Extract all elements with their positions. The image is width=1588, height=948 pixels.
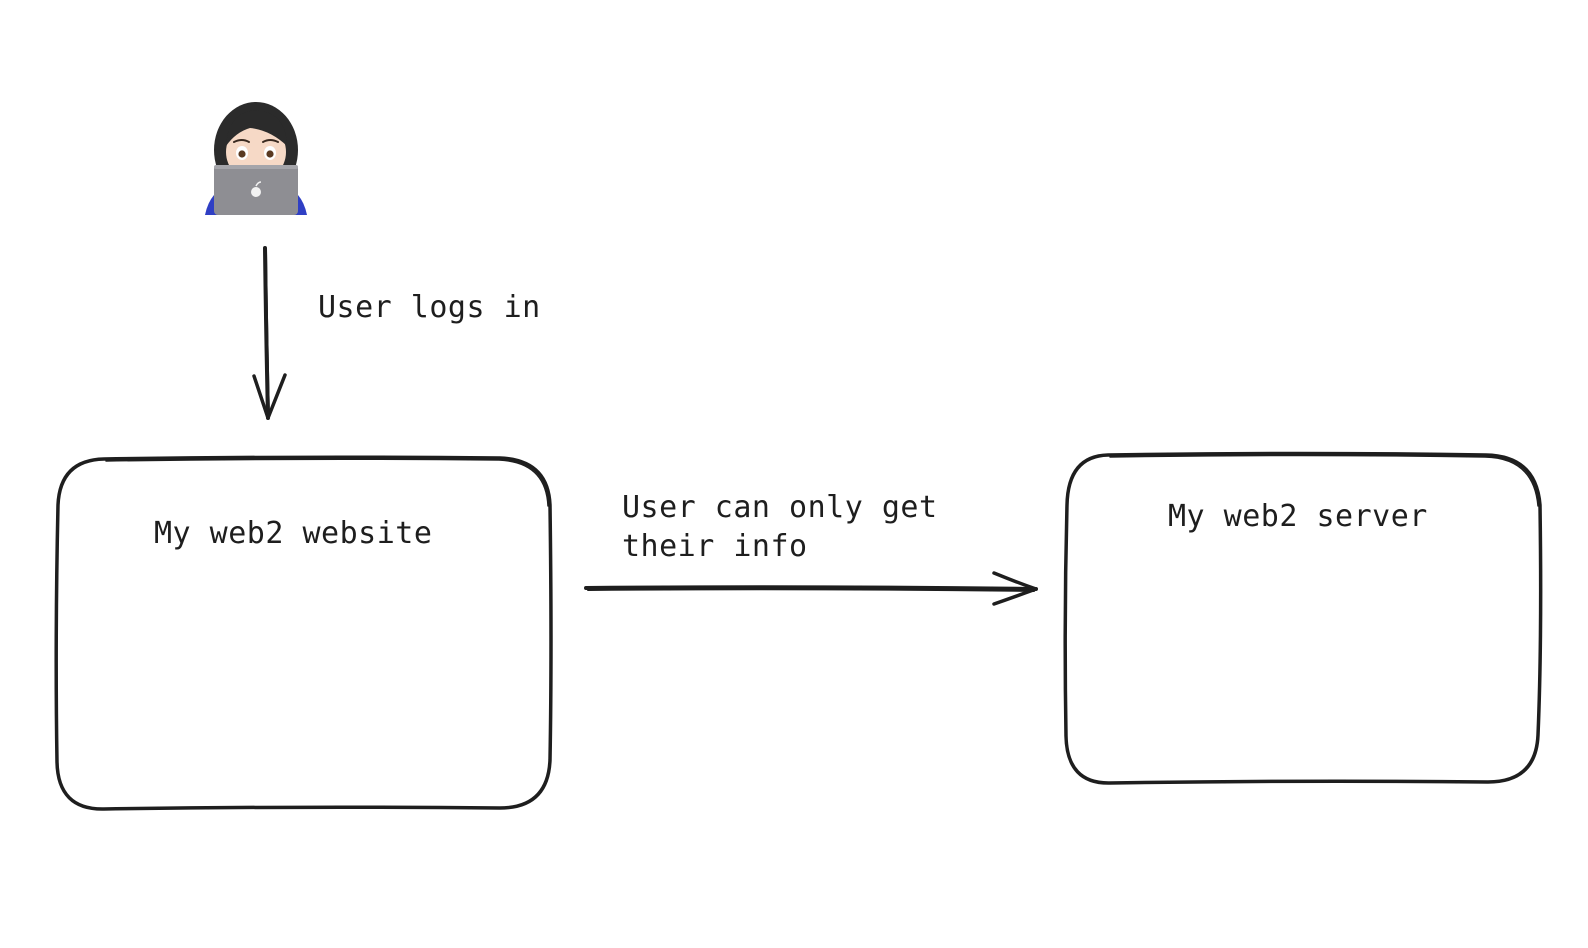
info-edge-label-line1: User can only get bbox=[622, 490, 938, 525]
server-node bbox=[1063, 451, 1543, 785]
server-node-label: My web2 server bbox=[1168, 499, 1428, 534]
info-arrow bbox=[584, 571, 1038, 606]
login-arrow bbox=[252, 246, 287, 420]
login-edge-label: User logs in bbox=[318, 290, 541, 325]
woman-technologist-icon bbox=[205, 102, 307, 215]
website-node-label: My web2 website bbox=[154, 516, 433, 551]
website-node bbox=[54, 455, 553, 811]
info-edge-label-line2: their info bbox=[622, 529, 808, 564]
